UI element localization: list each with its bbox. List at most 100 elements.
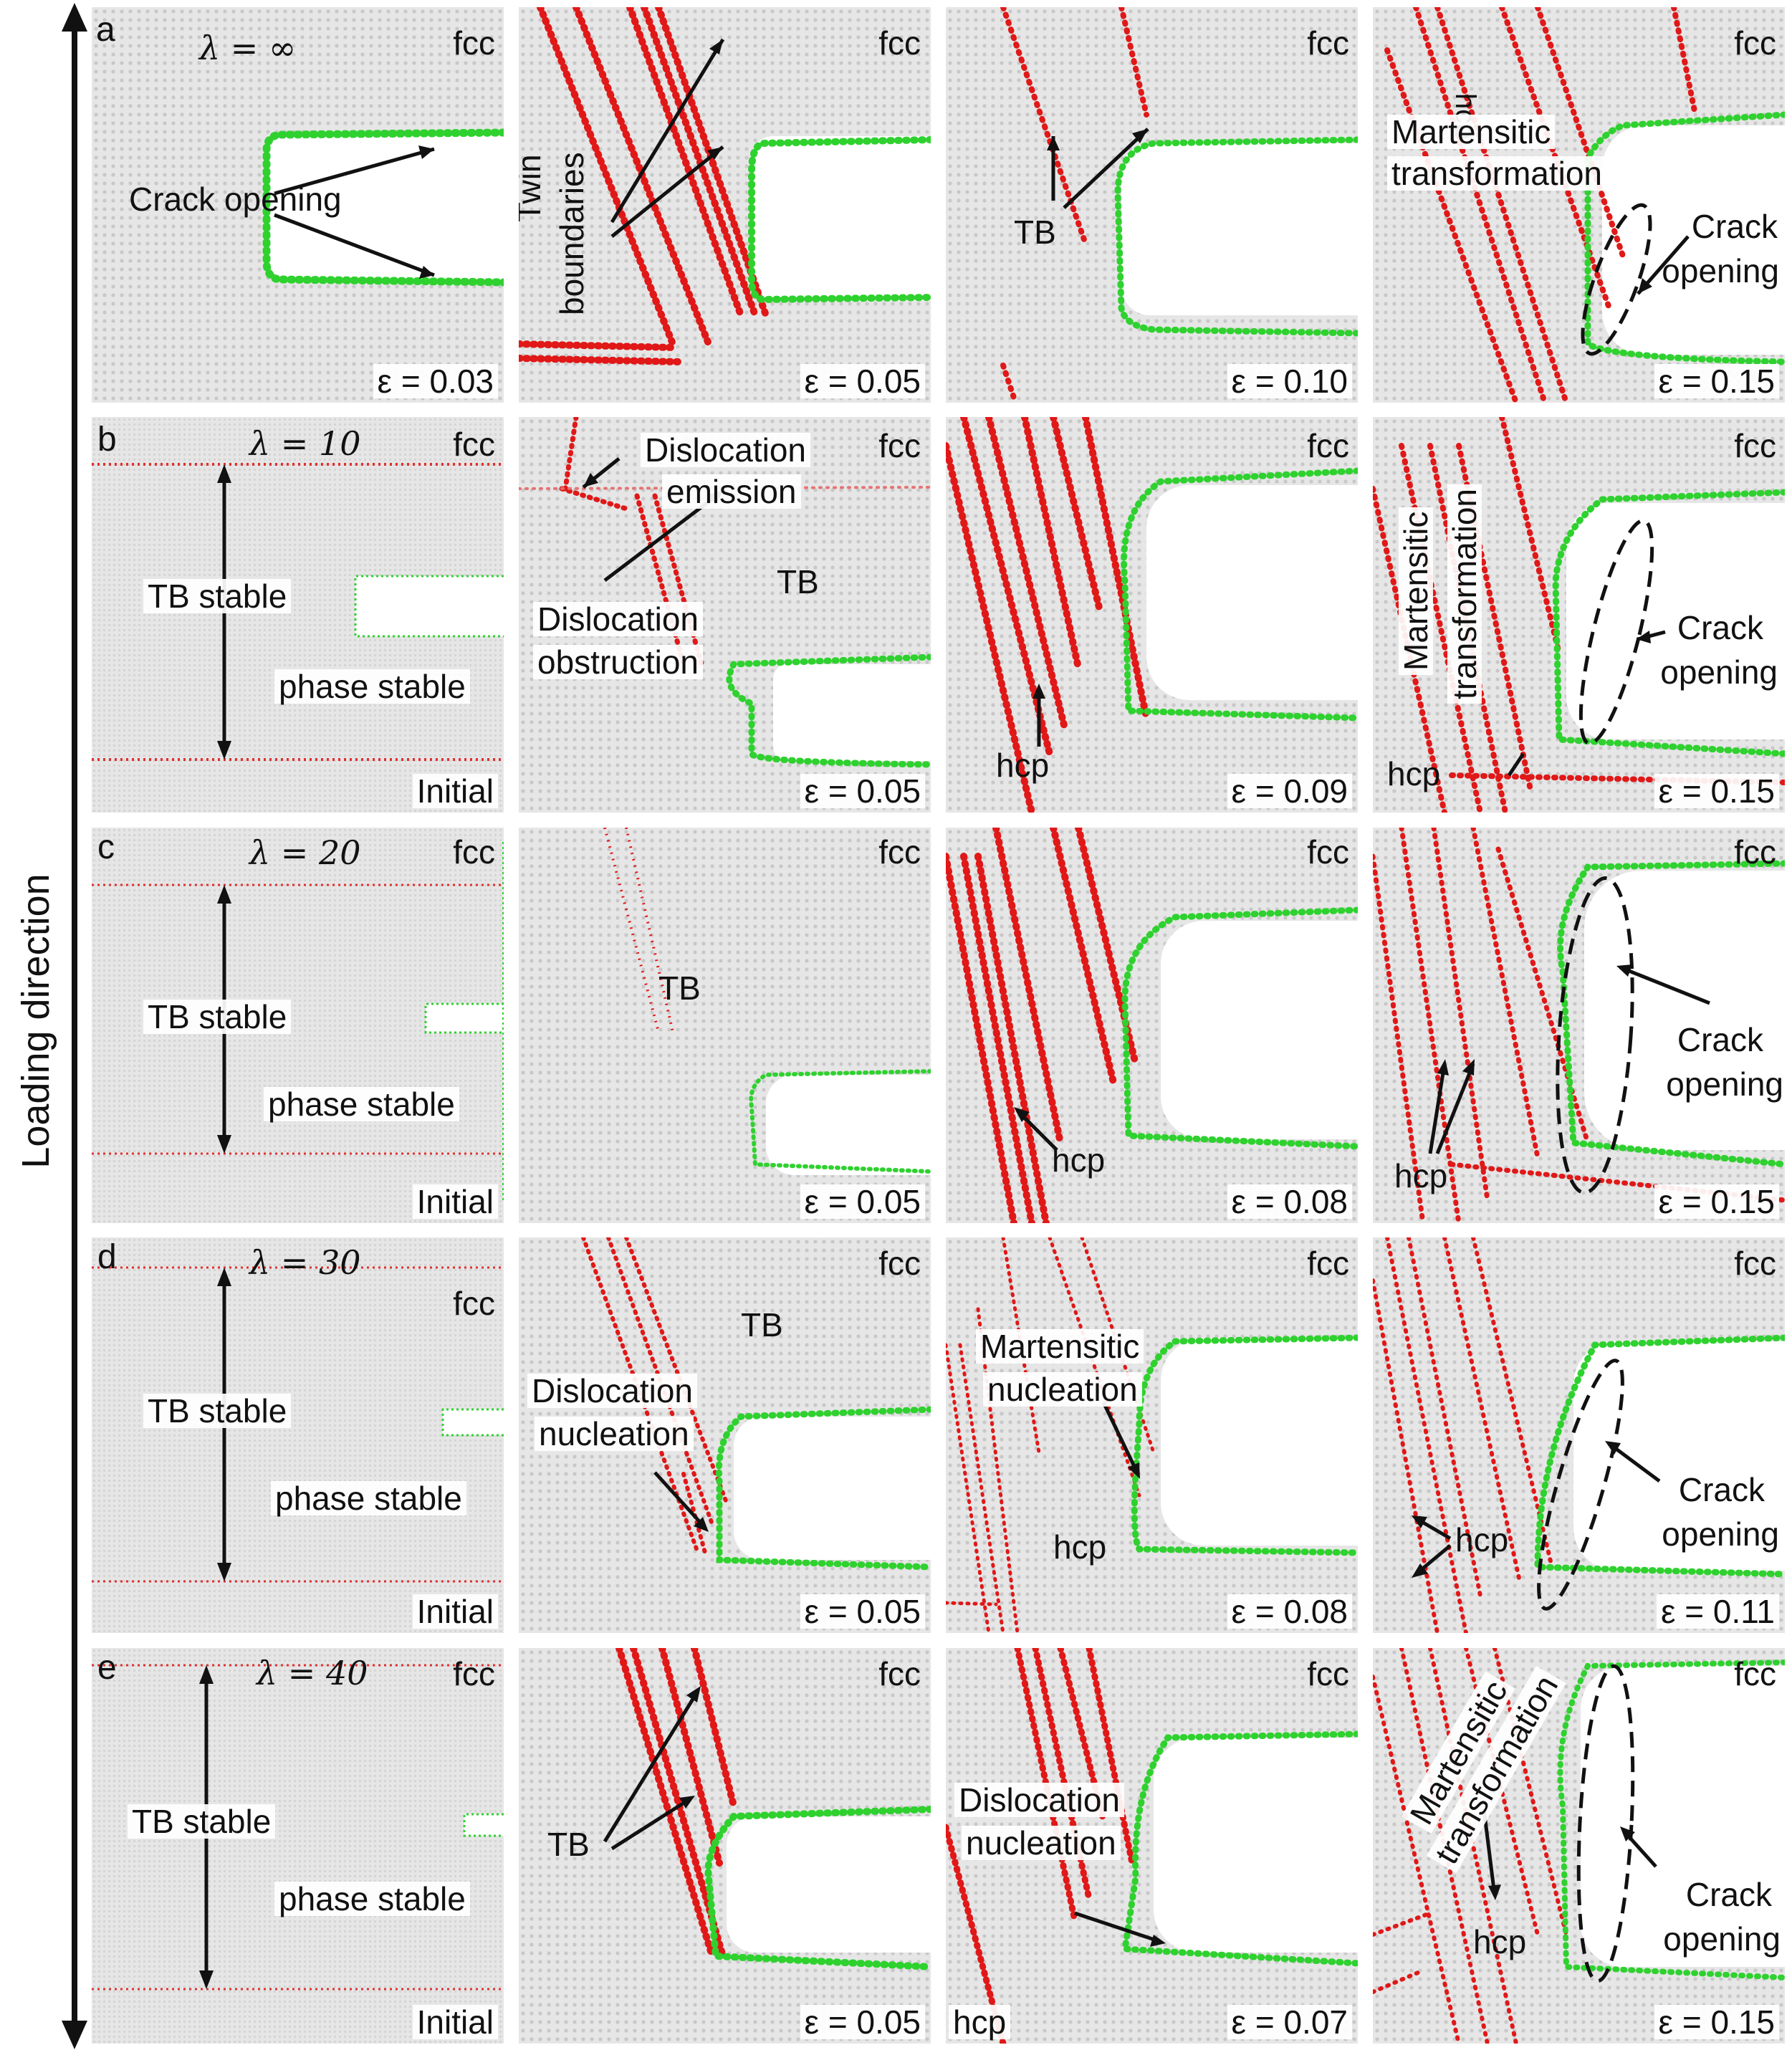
strain-label: ε = 0.05 [800, 1184, 925, 1219]
annotation: transformation [1446, 484, 1483, 704]
fcc-label: fcc [878, 1655, 921, 1692]
tb-stable-label: TB stable [143, 1394, 292, 1428]
lambda-label: λ = 30 [249, 1243, 361, 1282]
annotation: Dislocation [527, 1374, 697, 1408]
crack-void [773, 664, 931, 761]
fcc-label: fcc [1734, 427, 1776, 464]
crack-void [464, 1814, 504, 1836]
panel-c4: fcc Crack opening hcp ε = 0.15 [1373, 828, 1785, 1223]
annotation: emission [662, 474, 801, 509]
annotation: Crack [1691, 208, 1778, 245]
strain-label: ε = 0.05 [800, 363, 925, 398]
annotation: opening [1662, 1515, 1779, 1553]
strain-label: ε = 0.05 [800, 1594, 925, 1629]
panel-letter: a [96, 11, 115, 49]
hcp-label: hcp [1052, 1141, 1106, 1179]
strain-label: ε = 0.05 [800, 773, 925, 808]
fcc-label: fcc [1307, 24, 1349, 62]
annotation: opening [1660, 653, 1778, 691]
panel-c2: fcc TB ε = 0.05 [519, 828, 931, 1223]
panel-d1: d λ = 30 fcc TB stable phase stable Init… [92, 1237, 504, 1633]
crack-void [1584, 871, 1785, 1150]
crack-void [1573, 1341, 1785, 1571]
fcc-label: fcc [453, 426, 495, 463]
panel-e4: fcc Martensitic transformation hcp Crack… [1373, 1648, 1785, 2044]
phase-stable-label: phase stable [271, 1481, 466, 1515]
crack-void [727, 1816, 931, 1953]
fcc-label: fcc [1734, 24, 1776, 62]
annotation: Twin [519, 154, 547, 222]
panel-b2: fcc Dislocation emission Dislocation obs… [519, 417, 931, 813]
annotation: Dislocation [641, 433, 810, 467]
crack-void [426, 1004, 504, 1033]
annotation: TB [777, 563, 819, 600]
strain-label: ε = 0.09 [1227, 773, 1352, 808]
panel-letter: d [97, 1238, 117, 1276]
panel-d2: fcc TB Dislocation nucleation ε = 0.05 [519, 1237, 931, 1633]
crack-void [1581, 1666, 1785, 1967]
atom-overlay [1000, 7, 1358, 401]
lambda-label: λ = 20 [249, 833, 361, 872]
fcc-label: fcc [878, 1245, 921, 1282]
panel-letter: b [97, 421, 117, 459]
crack-void [443, 1409, 504, 1435]
annotation: Crack [1677, 609, 1763, 646]
atom-overlay [519, 7, 931, 365]
crack-void [1566, 503, 1785, 739]
lambda-label: λ = ∞ [199, 29, 297, 67]
fcc-label: fcc [1307, 833, 1349, 871]
atom-overlay [92, 463, 504, 761]
fcc-label: fcc [453, 1285, 495, 1322]
fcc-label: fcc [1307, 427, 1349, 464]
annotation: Martensitic [1397, 507, 1434, 675]
annotation: nucleation [535, 1417, 694, 1451]
atom-overlay [92, 1664, 504, 1991]
annotation: Crack [1678, 1471, 1765, 1508]
crack-void [1161, 1338, 1358, 1546]
panel-a2: fcc Twin boundaries ε = 0.05 [519, 7, 931, 403]
annotation: Crack [1685, 1876, 1772, 1913]
strain-label: Initial [412, 1594, 498, 1629]
strain-label: ε = 0.10 [1227, 363, 1352, 398]
tb-stable-label: TB stable [128, 1804, 276, 1839]
crack-void [1154, 1738, 1358, 1953]
hcp-label: hcp [1387, 755, 1441, 792]
strain-label: ε = 0.15 [1654, 773, 1779, 808]
panel-e1: e λ = 40 fcc TB stable phase stable Init… [92, 1648, 504, 2044]
atom-overlay [603, 1648, 931, 1970]
annotation: nucleation [983, 1372, 1142, 1407]
strain-label: ε = 0.08 [1227, 1594, 1352, 1629]
strain-label: Initial [412, 2004, 498, 2039]
atom-overlay [1373, 1237, 1785, 1633]
fcc-label: fcc [878, 427, 921, 464]
hcp-label: hcp [1473, 1923, 1527, 1960]
hcp-label: hcp [1394, 1157, 1448, 1194]
strain-label: ε = 0.08 [1227, 1184, 1352, 1219]
annotation: Crack opening [129, 181, 342, 218]
loading-direction-axis [72, 20, 77, 2025]
annotation: TB [741, 1306, 783, 1343]
panel-letter: e [97, 1649, 117, 1687]
atom-overlay [262, 128, 504, 287]
fcc-label: fcc [1734, 1245, 1776, 1282]
fcc-label: fcc [453, 1655, 495, 1692]
annotation: opening [1663, 1920, 1781, 1958]
fcc-label: fcc [1734, 833, 1776, 871]
hcp-label: hcp [996, 747, 1050, 784]
strain-label: ε = 0.07 [1227, 2004, 1352, 2039]
strain-label: ε = 0.03 [373, 363, 498, 398]
phase-stable-label: phase stable [274, 1882, 470, 1916]
strain-label: Initial [412, 1184, 498, 1219]
axis-arrowhead-bottom [62, 2021, 87, 2049]
strain-label: ε = 0.15 [1654, 363, 1779, 398]
atom-overlay [603, 828, 931, 1174]
tb-stable-label: TB stable [143, 1000, 292, 1034]
panel-a1: a λ = ∞ fcc Crack opening ε = 0.03 [92, 7, 504, 403]
fcc-label: fcc [1307, 1245, 1349, 1282]
atom-overlay [1384, 7, 1785, 403]
axis-arrowhead-top [62, 3, 87, 32]
crack-void [1146, 485, 1358, 700]
panel-e3: fcc Dislocation nucleation hcp ε = 0.07 [946, 1648, 1358, 2044]
crack-void [752, 136, 931, 301]
tb-stable-label: TB stable [143, 579, 292, 613]
